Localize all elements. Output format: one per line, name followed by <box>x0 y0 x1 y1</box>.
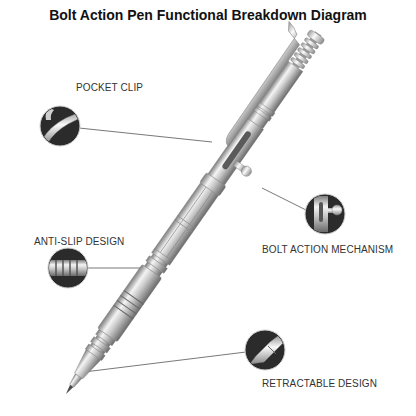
detail-circle <box>46 260 90 276</box>
part-label: RETRACTABLE DESIGN <box>262 378 377 389</box>
pen-drawing <box>41 16 339 409</box>
upper-rings <box>256 102 275 117</box>
detail-circle <box>332 205 342 215</box>
detail-circle <box>305 194 345 234</box>
detail-circle <box>246 364 254 368</box>
hex-facets <box>177 216 195 229</box>
detail-circle <box>46 260 90 276</box>
grip-grooves <box>120 295 140 309</box>
hex-facets <box>154 183 218 261</box>
hex-barrel <box>154 183 218 261</box>
grip-grooves <box>117 300 137 314</box>
detail-circle <box>40 106 80 146</box>
part-label: ANTI-SLIP DESIGN <box>34 236 124 247</box>
grip-grooves <box>124 290 144 304</box>
hex-facets <box>175 220 193 233</box>
detail-circle <box>76 260 78 276</box>
detail-circle <box>319 202 323 222</box>
detail-circle <box>246 336 284 368</box>
detail-circle <box>268 346 276 354</box>
diagram-title: Bolt Action Pen Functional Breakdown Dia… <box>0 7 416 23</box>
hex-facets <box>167 192 213 258</box>
detail-circle <box>245 330 285 370</box>
part-label: POCKET CLIP <box>76 82 143 93</box>
detail-circle <box>245 330 285 370</box>
detail-circle <box>56 260 77 276</box>
detail-circle <box>55 260 57 276</box>
detail-circle <box>305 194 345 234</box>
detail-circle <box>40 106 80 146</box>
detail-circle <box>46 108 55 120</box>
part-label: BOLT ACTION MECHANISM <box>262 244 393 255</box>
detail-circle <box>62 260 64 276</box>
detail-circle <box>42 108 80 144</box>
detail-circle <box>314 196 342 232</box>
leader-line <box>79 128 212 142</box>
grip-grooves <box>114 290 144 319</box>
leader-line <box>84 352 246 372</box>
grip-grooves <box>114 305 134 319</box>
leader-line <box>262 188 306 210</box>
bolt-knob <box>239 164 253 178</box>
pocket-clip <box>210 22 307 147</box>
detail-circle <box>250 336 284 364</box>
leader-line <box>87 268 140 269</box>
grip-barrel <box>97 264 161 342</box>
detail-circle <box>46 248 90 288</box>
spring-coils <box>306 29 325 45</box>
hex-facets <box>160 187 206 253</box>
detail-circle <box>69 260 71 276</box>
detail-circle <box>314 196 328 232</box>
